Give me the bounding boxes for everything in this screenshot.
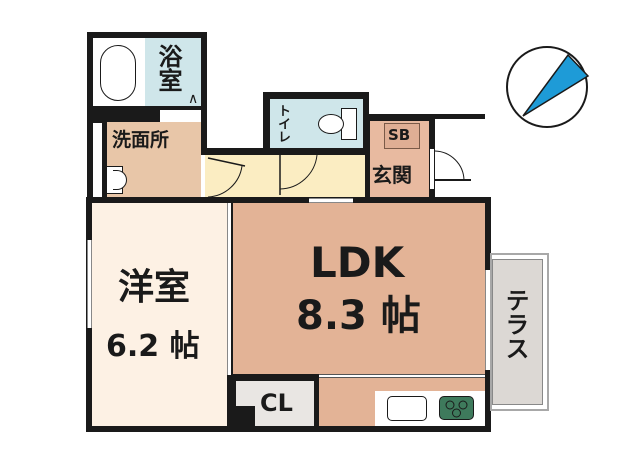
western-room	[92, 203, 227, 426]
bathtub-icon	[100, 45, 136, 101]
hallway	[205, 155, 367, 198]
entrance-door-opening	[429, 148, 435, 190]
toilet-bowl-icon	[318, 114, 344, 134]
western-room-size: 6.2 帖	[106, 329, 200, 364]
step-marker-icon: ∧	[188, 91, 199, 107]
western-room-window	[87, 240, 92, 328]
ldk-size: 8.3 帖	[296, 293, 421, 339]
closet-pillar	[233, 406, 255, 432]
ldk-window-top	[309, 198, 353, 203]
closet-label: CL	[260, 389, 293, 417]
terrace	[492, 259, 543, 405]
western-room-label: 洋室	[118, 267, 191, 308]
bathroom-door	[160, 106, 201, 122]
ldk-label: LDK	[310, 238, 405, 287]
entrance-door-swing-icon	[434, 150, 471, 181]
burner-icons	[445, 400, 468, 418]
bathroom	[145, 38, 201, 106]
terrace-label: テラス	[501, 288, 529, 360]
sink-icon	[387, 396, 427, 421]
shoe-box-label: SB	[388, 126, 411, 144]
entrance-wall-top	[365, 114, 485, 119]
shoe-box	[384, 123, 420, 149]
washroom-window	[93, 123, 102, 197]
toilet-label: トイレ	[275, 104, 290, 143]
door-swing-icon	[207, 154, 318, 198]
ldk-divider-line	[233, 374, 485, 378]
washbasin-bowl-icon	[113, 170, 127, 190]
washroom-label: 洗面所	[112, 129, 170, 151]
stove-icon	[439, 396, 474, 420]
entrance-label: 玄関	[372, 163, 412, 187]
north-arrow-compass-icon	[506, 46, 590, 128]
bathroom-label: 浴室	[154, 44, 182, 92]
hallway-left-door-opening	[201, 155, 205, 198]
